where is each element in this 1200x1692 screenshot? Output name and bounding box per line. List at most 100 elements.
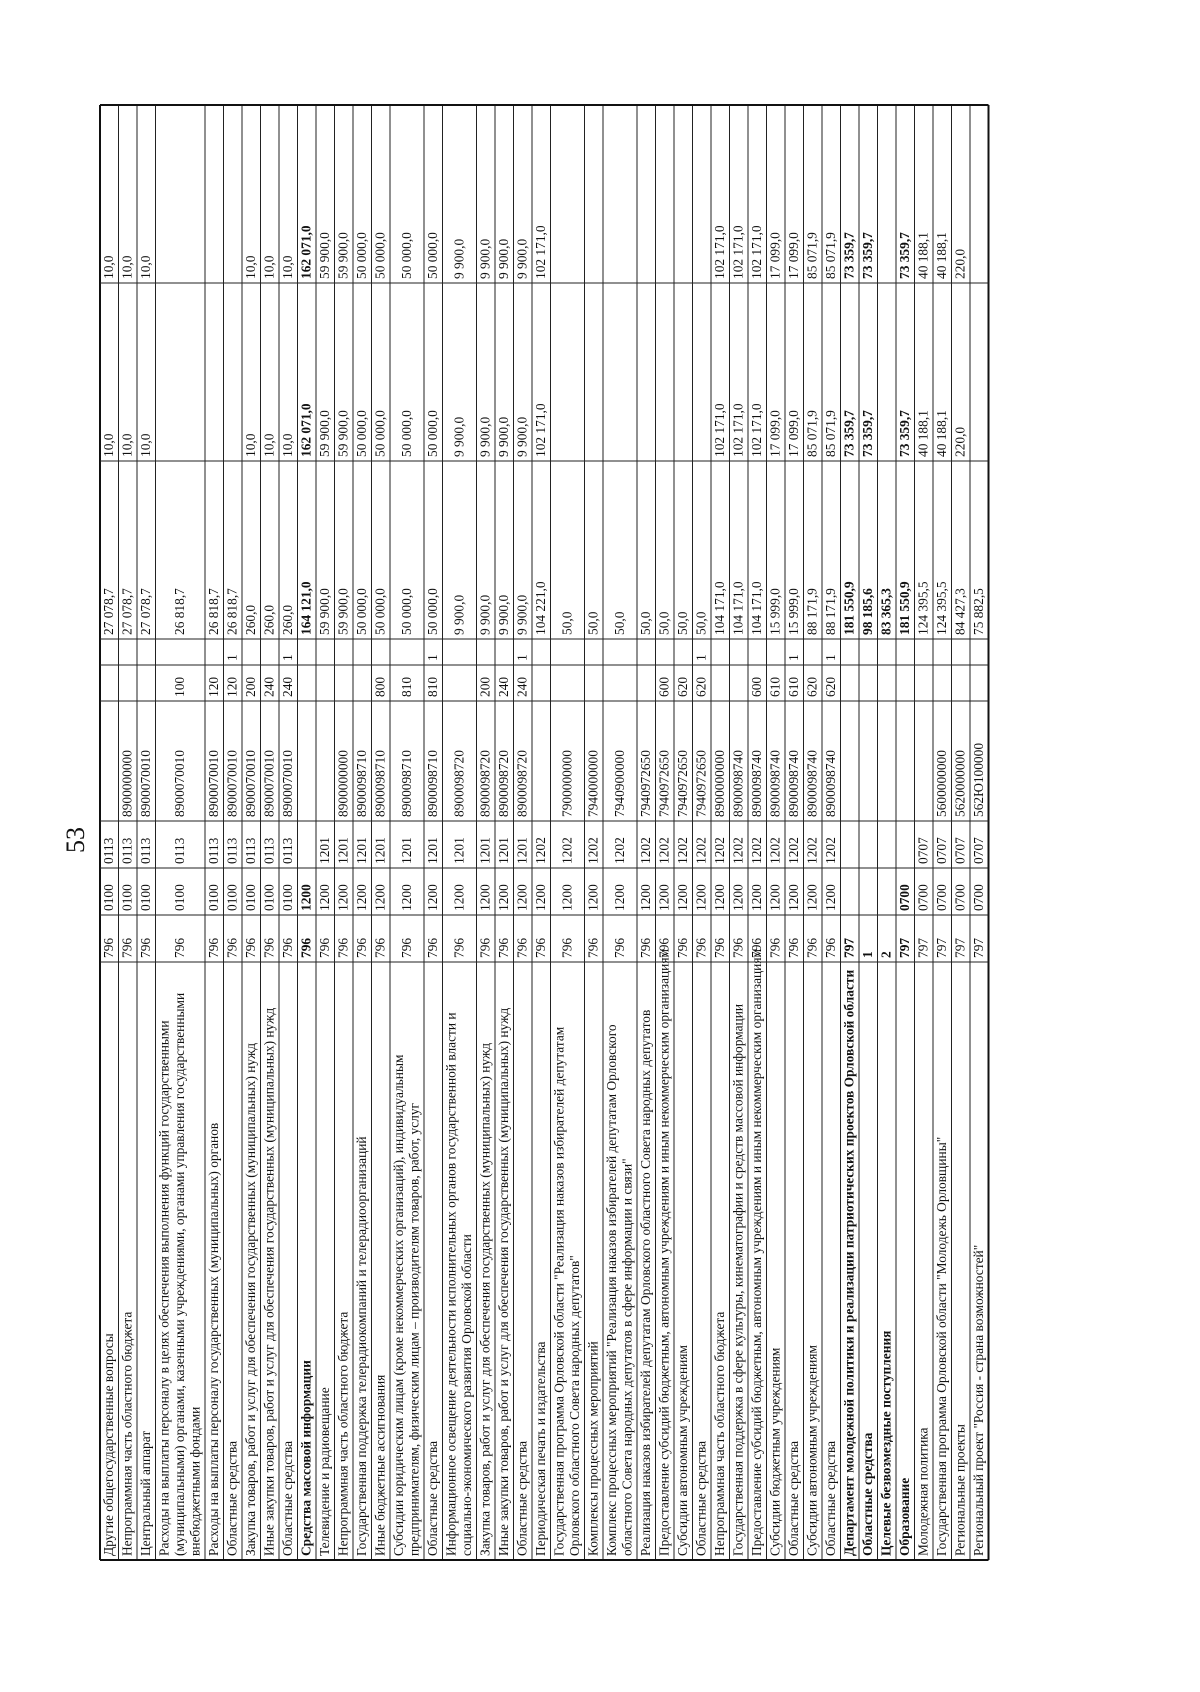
row-name: Иные закупки товаров, работ и услуг для … <box>262 1008 277 1556</box>
cell-amount-2: 17 099,0 <box>768 410 783 457</box>
cell-amount-1: 15 999,0 <box>786 588 801 635</box>
row-name: Областные средства <box>786 1441 801 1556</box>
cell-ministry: 797 <box>916 938 931 958</box>
cell-amount-1: 50 000,0 <box>399 588 414 635</box>
table-row: Государственная программа Орловской обла… <box>552 611 583 1556</box>
cell-subsection: 1202 <box>731 837 746 864</box>
cell-expense-type: 810 <box>399 677 414 697</box>
table-row: Областные средства7960100011389000700101… <box>225 588 240 1556</box>
cell-amount-2: 73 359,7 <box>842 410 857 457</box>
cell-target-article: 8900070010 <box>206 750 221 817</box>
cell-target-article: 7940972650 <box>675 750 690 817</box>
cell-amount-1: 9 900,0 <box>451 595 466 635</box>
table-row: Закупка товаров, работ и услуг для обесп… <box>243 255 258 1556</box>
cell-section: 1200 <box>586 884 601 911</box>
table-row: Предоставление субсидий бюджетным, автон… <box>749 225 764 1556</box>
cell-amount-3: 50 000,0 <box>373 232 388 279</box>
cell-subsection: 1201 <box>478 837 493 864</box>
cell-amount-2: 10,0 <box>243 433 258 457</box>
cell-subsection: 1201 <box>373 837 388 864</box>
cell-target-article: 8900098740 <box>768 750 783 817</box>
row-name: Иные закупки товаров, работ и услуг для … <box>496 1008 511 1556</box>
cell-amount-3: 85 071,9 <box>823 232 838 279</box>
table-row: Расходы на выплаты персоналу государстве… <box>206 588 221 1556</box>
cell-target-article: 8900098720 <box>478 750 493 817</box>
cell-ministry: 796 <box>786 938 801 958</box>
table-row: Периодическая печать и издательства79612… <box>533 225 548 1556</box>
table-row: Областные средства7961200120189000987202… <box>515 239 530 1556</box>
cell-amount-3: 9 900,0 <box>496 239 511 279</box>
cell-amount-3: 59 900,0 <box>336 232 351 279</box>
cell-amount-2: 50 000,0 <box>373 410 388 457</box>
cell-section: 0100 <box>172 884 187 911</box>
cell-amount-1: 15 999,0 <box>768 588 783 635</box>
cell-ministry: 796 <box>425 938 440 958</box>
cell-section: 1200 <box>786 884 801 911</box>
cell-amount-2: 73 359,7 <box>860 410 875 457</box>
row-name: Периодическая печать и издательства <box>533 1341 548 1556</box>
cell-subsection: 0113 <box>225 837 240 864</box>
row-name: Областные средства <box>694 1441 709 1556</box>
cell-expense-type: 120 <box>225 677 240 697</box>
page-number: 53 <box>61 827 90 853</box>
cell-amount-1: 84 427,3 <box>953 588 968 635</box>
cell-target-article: 8900098710 <box>373 750 388 817</box>
cell-section: 1200 <box>496 884 511 911</box>
cell-amount-1: 124 395,5 <box>934 581 949 635</box>
cell-target-article: 8900098720 <box>515 750 530 817</box>
cell-section: 0100 <box>243 884 258 911</box>
cell-subsection: 1202 <box>657 837 672 864</box>
table-row: Предоставление субсидий бюджетным, автон… <box>657 611 672 1556</box>
cell-expense-type: 600 <box>749 677 764 697</box>
cell-section: 0100 <box>206 884 221 911</box>
cell-subsection: 1202 <box>805 837 820 864</box>
cell-target-article: 7940972650 <box>638 750 653 817</box>
cell-ministry: 796 <box>101 938 116 958</box>
cell-amount-1: 50,0 <box>586 611 601 635</box>
cell-amount-3: 73 359,7 <box>842 232 857 279</box>
cell-section: 0700 <box>934 884 949 911</box>
row-name: Реализация наказов избирателей депутатам… <box>638 1010 653 1556</box>
row-name: Областные средства <box>280 1441 295 1556</box>
cell-expense-type: 620 <box>694 677 709 697</box>
cell-subsection: 1202 <box>712 837 727 864</box>
cell-amount-2: 85 071,9 <box>805 410 820 457</box>
cell-target-article: 5600000000 <box>934 750 949 817</box>
cell-target-article: 8900070010 <box>172 750 187 817</box>
cell-amount-2: 85 071,9 <box>823 410 838 457</box>
cell-expense-type: 100 <box>172 677 187 697</box>
row-name: Областные средства <box>823 1441 838 1556</box>
cell-amount-1: 104 221,0 <box>533 581 548 635</box>
cell-ministry: 796 <box>225 938 240 958</box>
cell-subsection: 1202 <box>749 837 764 864</box>
row-name: Телевидение и радиовещание <box>317 1387 332 1556</box>
cell-section: 1200 <box>675 884 690 911</box>
cell-section: 1200 <box>425 884 440 911</box>
row-name: Центральный аппарат <box>138 1431 153 1556</box>
row-name: Государственная поддержка телерадиокомпа… <box>354 1136 369 1556</box>
cell-subsection: 1202 <box>694 837 709 864</box>
cell-amount-3: 40 188,1 <box>916 232 931 279</box>
cell-subsection: 1201 <box>515 837 530 864</box>
cell-amount-3: 50 000,0 <box>425 232 440 279</box>
table-row: Субсидии автономным учреждениям796120012… <box>805 232 820 1556</box>
row-name: Областные средства <box>225 1441 240 1556</box>
cell-subsection: 0113 <box>101 837 116 864</box>
budget-table: Другие общегосударственные вопросы796010… <box>99 104 990 1561</box>
cell-target-article: 8900070010 <box>243 750 258 817</box>
cell-ministry: 796 <box>515 938 530 958</box>
cell-amount-1: 26 818,7 <box>225 588 240 635</box>
cell-target-article: 8900000000 <box>120 750 135 817</box>
row-name: Государственная программа Орловской обла… <box>934 1137 949 1556</box>
cell-section: 1200 <box>399 884 414 911</box>
table-row: Реализация наказов избирателей депутатам… <box>638 611 653 1556</box>
cell-ministry: 796 <box>586 938 601 958</box>
cell-subsection: 0113 <box>172 837 187 864</box>
cell-expense-type: 240 <box>280 677 295 697</box>
cell-amount-3: 59 900,0 <box>317 232 332 279</box>
table-row: Государственная поддержка телерадиокомпа… <box>354 232 369 1556</box>
cell-section: 1200 <box>805 884 820 911</box>
cell-ministry: 796 <box>399 938 414 958</box>
cell-subsection: 1201 <box>317 837 332 864</box>
